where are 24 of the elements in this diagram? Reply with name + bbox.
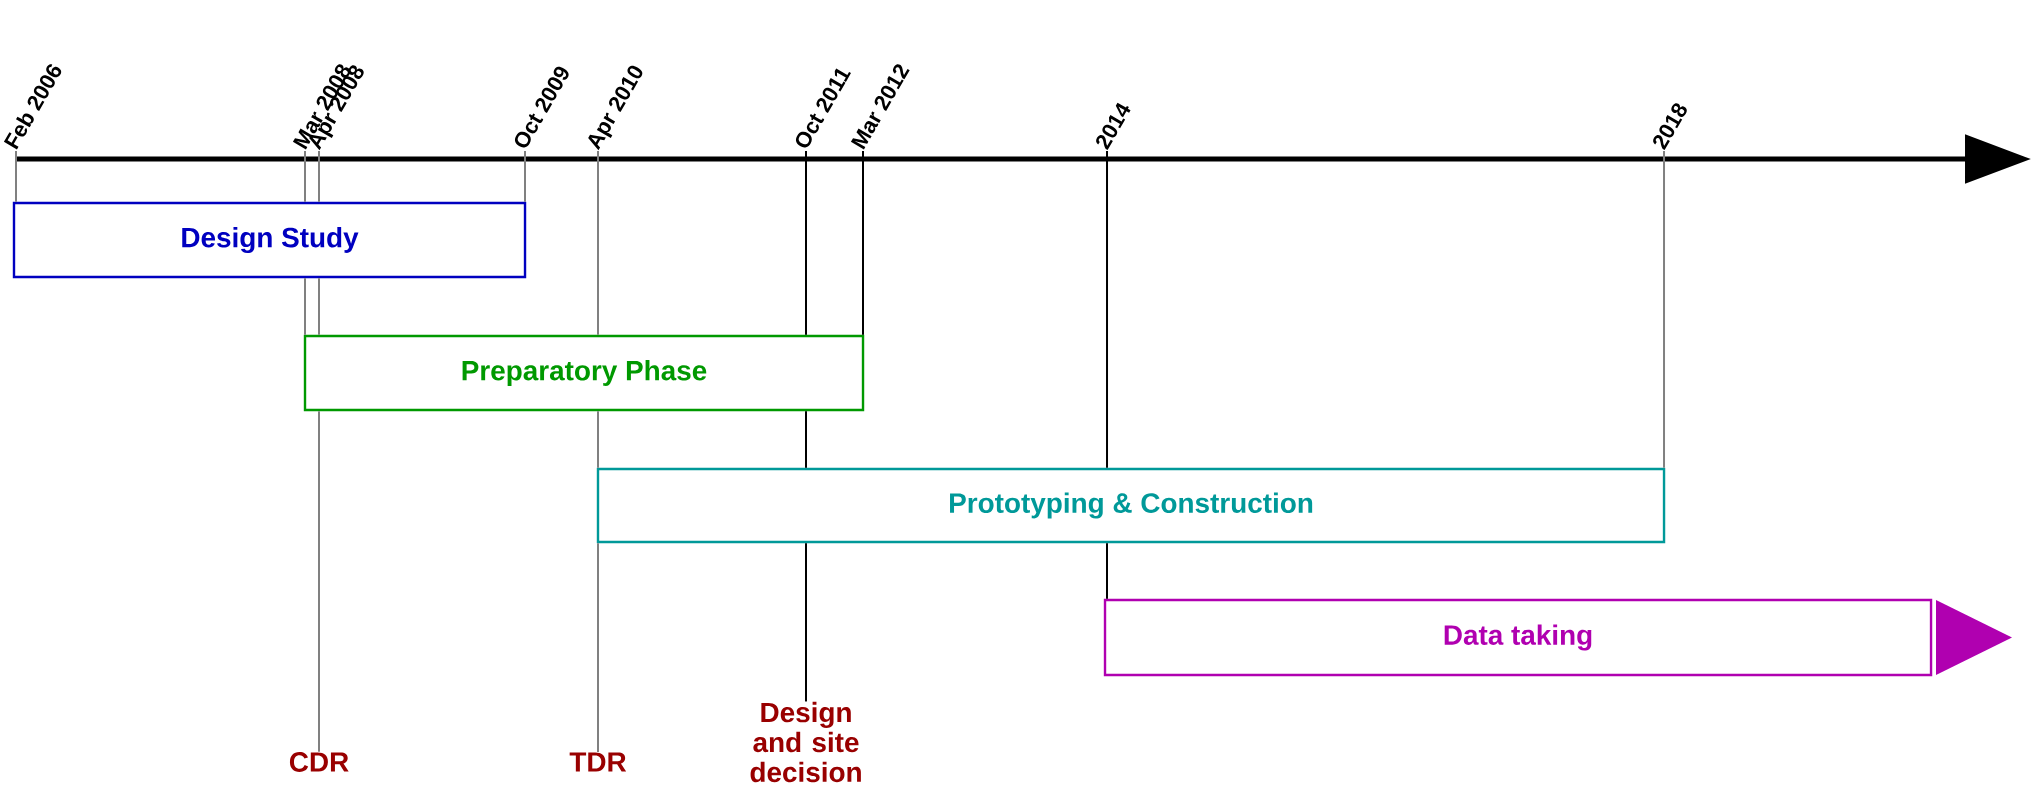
guide-line <box>318 410 320 753</box>
milestone-label: TDR <box>569 752 627 772</box>
guide-line <box>1663 150 1665 469</box>
guide-line <box>862 150 864 336</box>
milestone-label: Design and site decision <box>750 701 861 783</box>
guide-line <box>805 410 807 469</box>
arrow-bar: Data taking <box>1103 598 2012 677</box>
phase-bar: Prototyping & Construction <box>596 467 1666 544</box>
guide-line <box>304 150 306 203</box>
guide-line <box>318 277 320 336</box>
guide-line <box>805 542 807 703</box>
guide-line <box>1106 542 1108 600</box>
guide-line <box>805 150 807 336</box>
guide-line <box>597 150 599 336</box>
phase-bar: Design Study <box>12 201 527 279</box>
guide-line <box>1106 150 1108 469</box>
guide-line <box>304 277 306 336</box>
phase-bar: Preparatory Phase <box>303 334 865 412</box>
milestone-label: CDR <box>289 752 349 772</box>
guide-line <box>597 542 599 753</box>
guide-line <box>597 410 599 469</box>
guide-line <box>318 150 320 203</box>
guide-line <box>524 150 526 203</box>
guide-line <box>15 150 17 203</box>
